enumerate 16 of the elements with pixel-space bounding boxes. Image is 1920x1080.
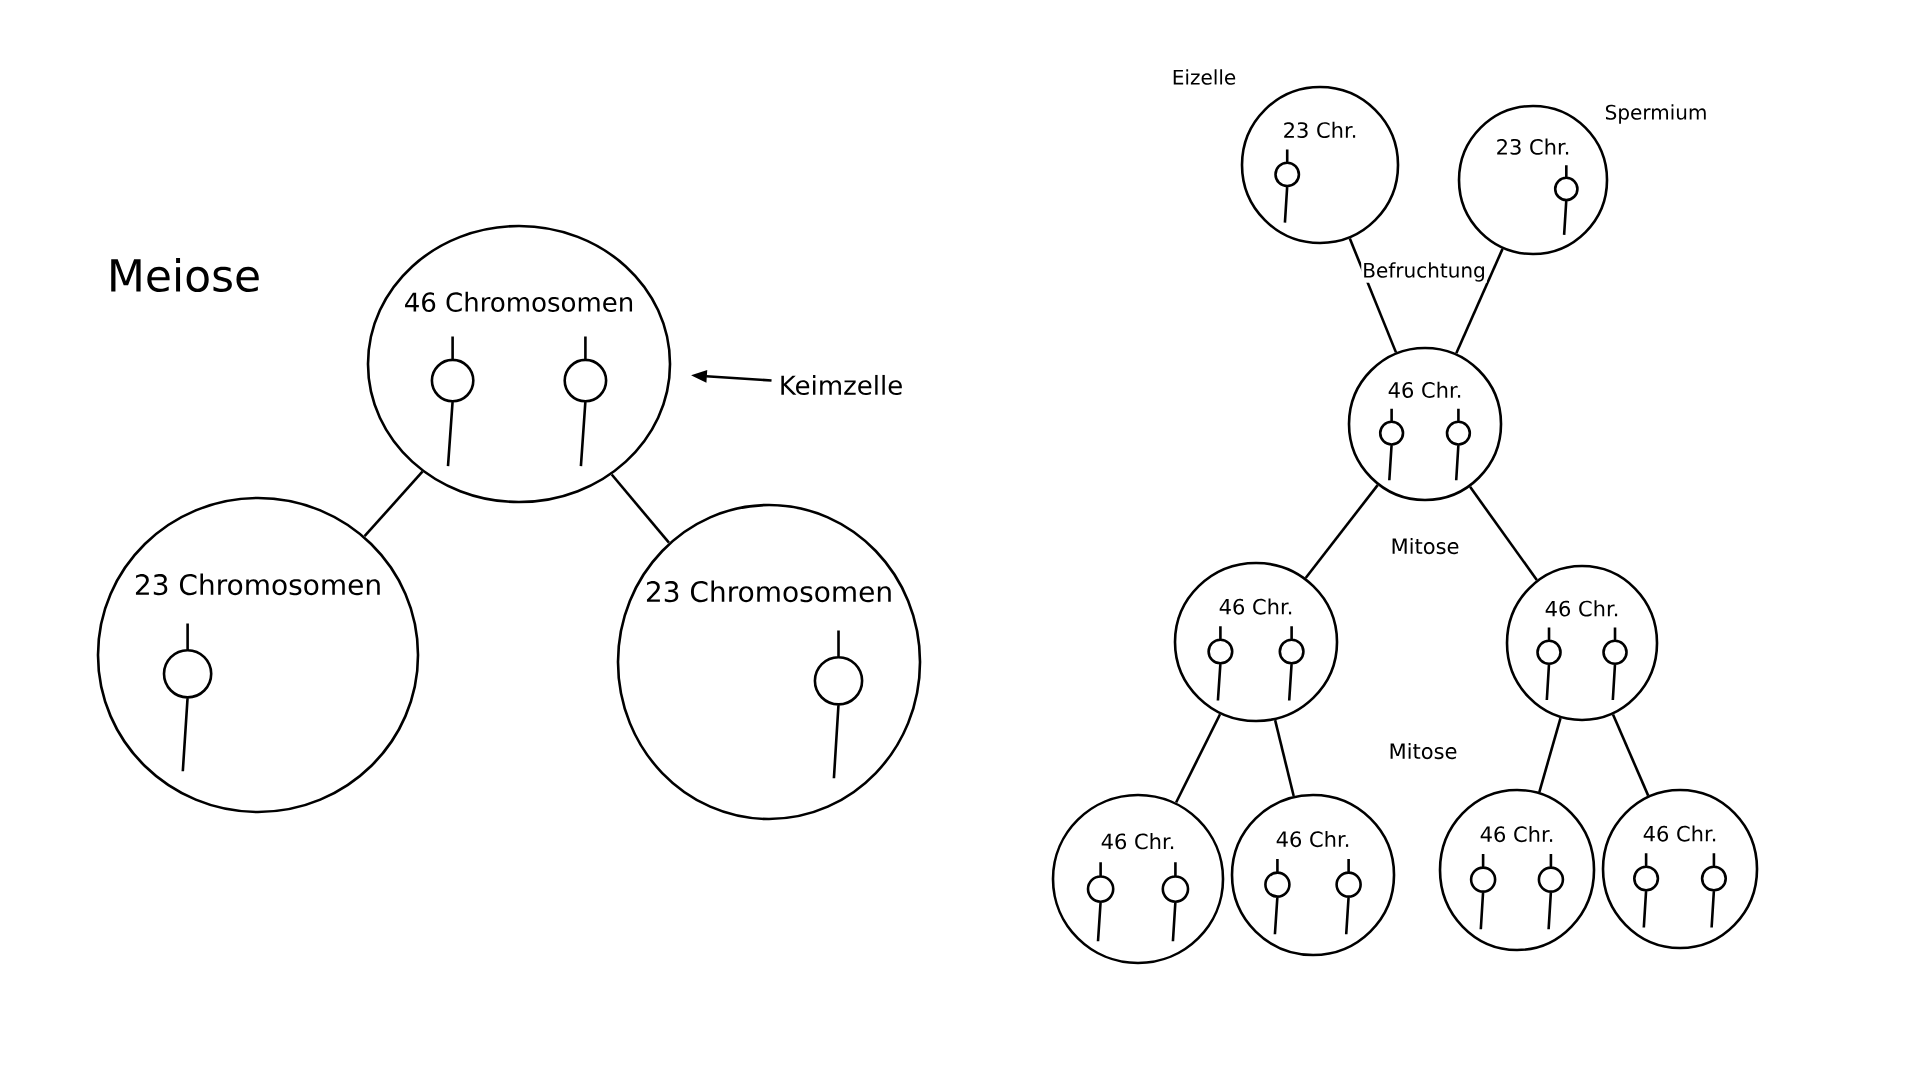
connector-line bbox=[610, 473, 670, 544]
heading: Meiose bbox=[105, 257, 263, 294]
connector-line bbox=[1174, 713, 1222, 804]
cell-label: Keimzelle bbox=[781, 374, 902, 396]
connector-line bbox=[1469, 486, 1538, 581]
connector-line bbox=[363, 470, 424, 538]
cell-label: Eizelle bbox=[1173, 69, 1236, 85]
annotation: Mitose bbox=[1389, 536, 1461, 556]
connector-line bbox=[1455, 248, 1504, 354]
connector-line bbox=[1273, 719, 1295, 797]
connector-line bbox=[1304, 484, 1379, 579]
connector-line bbox=[1538, 717, 1562, 793]
connector-line bbox=[1348, 238, 1398, 353]
annotation: Mitose bbox=[1387, 741, 1459, 761]
annotation: Befruchtung bbox=[1361, 261, 1487, 283]
connector-line bbox=[1611, 714, 1650, 797]
